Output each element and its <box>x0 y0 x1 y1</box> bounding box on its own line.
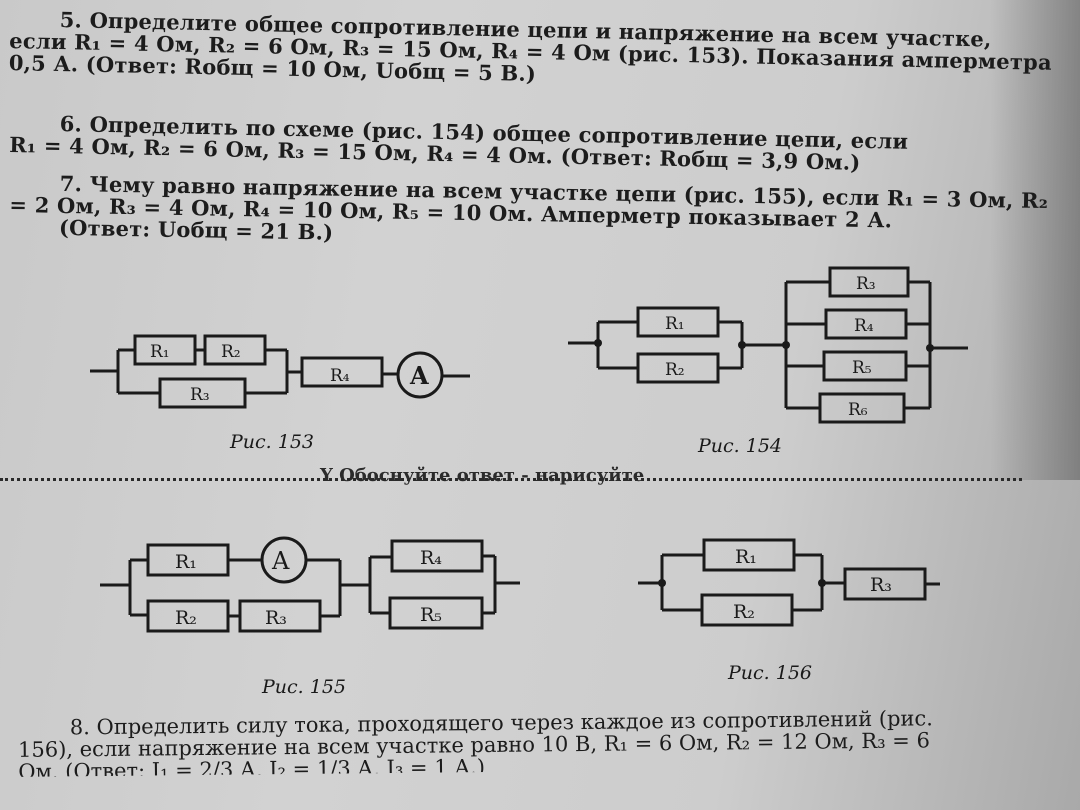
fig155-caption: Рис. 155 <box>261 676 346 698</box>
top-figures: R₁ R₂ R₃ R₄ A Рис. 153 <box>90 266 968 457</box>
fig156-r2-label: R₂ <box>733 601 755 623</box>
fig154-nodes <box>594 339 934 352</box>
fig153-labels: R₁ R₂ R₃ R₄ A Рис. 153 <box>150 342 429 453</box>
fig155-r4-label: R₄ <box>420 547 442 569</box>
circuit-153 <box>90 334 470 409</box>
fig153-r2-label: R₂ <box>221 342 241 362</box>
fig155-r1-label: R₁ <box>175 551 197 573</box>
fig153-meter-label: A <box>409 361 429 390</box>
fig154-r1-label: R₁ <box>665 314 685 334</box>
fig154-r5-label: R₅ <box>852 358 872 378</box>
fig153-r3-label: R₃ <box>190 385 210 405</box>
fig153-caption: Рис. 153 <box>229 431 314 453</box>
fig156-r1-label: R₁ <box>735 546 757 568</box>
fig154-r2-label: R₂ <box>665 360 685 380</box>
fig156-labels: R₁ R₂ R₃ Рис. 156 <box>727 546 892 684</box>
fig153-r4-box <box>300 356 384 388</box>
circuit-155 <box>100 536 520 633</box>
circuit-154 <box>568 266 968 424</box>
fig156-caption: Рис. 156 <box>727 662 812 684</box>
fig154-r4-label: R₄ <box>854 316 874 336</box>
fig156-r3-label: R₃ <box>870 574 892 596</box>
fig154-labels: R₁ R₂ R₃ R₄ R₅ R₆ Рис. 154 <box>665 274 876 457</box>
fig155-labels: R₁ A R₂ R₃ R₄ R₅ Рис. 155 <box>175 547 442 698</box>
bottom-figures: R₁ A R₂ R₃ R₄ R₅ Рис. 155 R₁ <box>100 536 940 698</box>
fig155-r3-label: R₃ <box>265 607 287 629</box>
circuit-156 <box>638 538 940 627</box>
separator-line <box>0 478 1022 484</box>
fig156-nodes <box>658 579 826 587</box>
fig155-r5-label: R₅ <box>420 604 442 626</box>
page-shadow <box>990 0 1080 480</box>
fig155-r2-label: R₂ <box>175 607 197 629</box>
problem-8: 8. Определить силу тока, проходящего чер… <box>18 706 934 777</box>
fig154-r6-label: R₆ <box>848 400 868 420</box>
fig153-r1-label: R₁ <box>150 342 170 362</box>
fig155-meter-label: A <box>271 547 290 575</box>
fig154-r3-label: R₃ <box>856 274 876 294</box>
fig153-r4-label: R₄ <box>330 366 350 386</box>
fig154-caption: Рис. 154 <box>697 435 782 457</box>
